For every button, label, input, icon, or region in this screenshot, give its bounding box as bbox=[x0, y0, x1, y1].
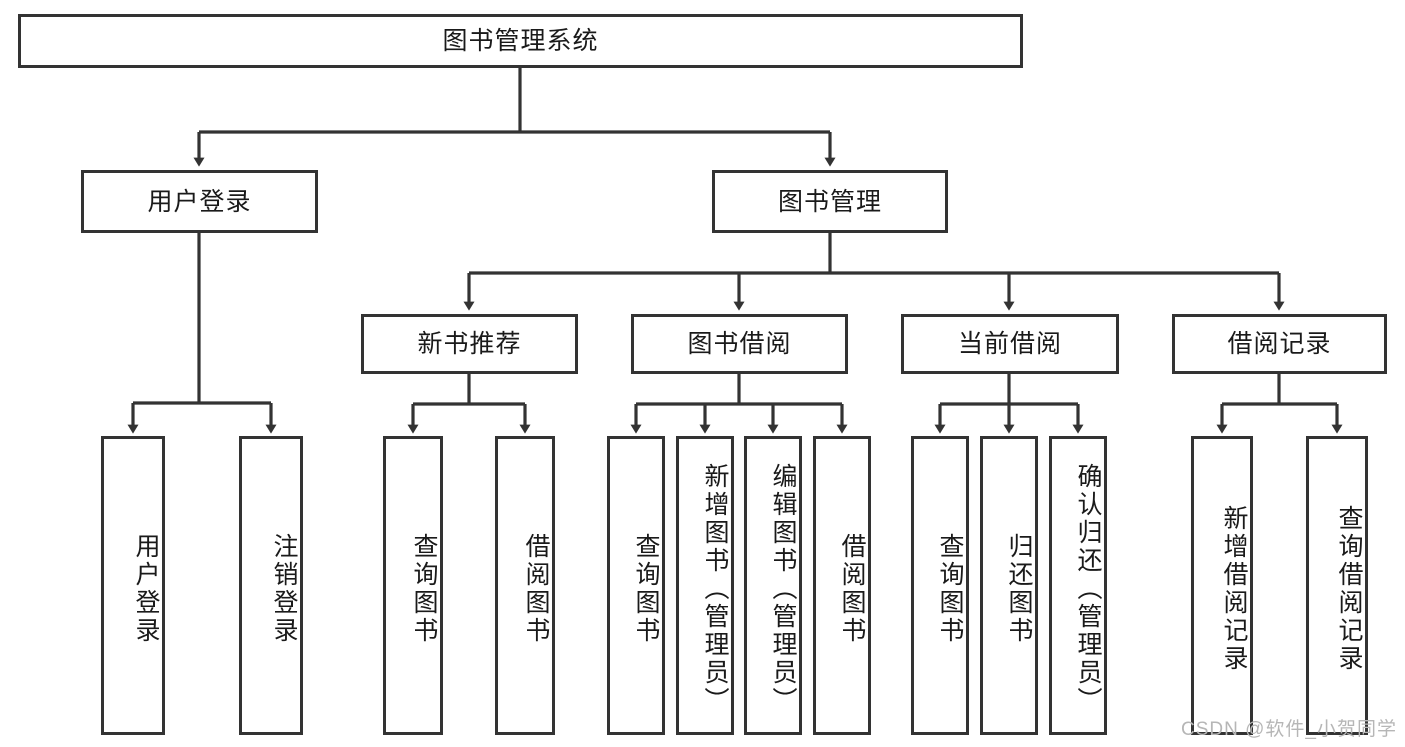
node-borrow-record[interactable]: 借阅记录 bbox=[1172, 314, 1387, 374]
node-current-borrow-label: 当前借阅 bbox=[957, 330, 1062, 358]
node-user-login-label: 用户登录 bbox=[147, 187, 252, 216]
node-leaf-query-record[interactable]: 查询借阅记录 bbox=[1306, 436, 1368, 735]
node-leaf-return-book[interactable]: 归还图书 bbox=[980, 436, 1038, 735]
node-book-borrow[interactable]: 图书借阅 bbox=[631, 314, 848, 374]
node-leaf-add-book[interactable]: 新增图书（管理员） bbox=[676, 436, 734, 735]
node-leaf-borrow-book-1[interactable]: 借阅图书 bbox=[495, 436, 555, 735]
node-leaf-query-book-2-label: 查询图书 bbox=[632, 532, 660, 645]
node-borrow-record-label: 借阅记录 bbox=[1227, 330, 1332, 358]
node-leaf-query-book-3-label: 查询图书 bbox=[936, 532, 964, 645]
node-leaf-query-book-3[interactable]: 查询图书 bbox=[911, 436, 969, 735]
node-leaf-borrow-book-2-label: 借阅图书 bbox=[838, 532, 866, 645]
node-book-management[interactable]: 图书管理 bbox=[712, 170, 948, 233]
node-leaf-borrow-book-2[interactable]: 借阅图书 bbox=[813, 436, 871, 735]
node-leaf-user-login-label: 用户登录 bbox=[132, 532, 160, 645]
node-new-book-recommend[interactable]: 新书推荐 bbox=[361, 314, 578, 374]
node-current-borrow[interactable]: 当前借阅 bbox=[901, 314, 1119, 374]
node-leaf-logout-login[interactable]: 注销登录 bbox=[239, 436, 303, 735]
node-leaf-query-record-label: 查询借阅记录 bbox=[1335, 504, 1363, 673]
node-book-borrow-label: 图书借阅 bbox=[687, 330, 792, 358]
watermark-text: CSDN @软件_小贺同学 bbox=[1181, 719, 1397, 740]
node-leaf-query-book-1[interactable]: 查询图书 bbox=[383, 436, 443, 735]
node-leaf-user-login[interactable]: 用户登录 bbox=[101, 436, 165, 735]
node-leaf-query-book-1-label: 查询图书 bbox=[410, 532, 438, 645]
node-book-management-label: 图书管理 bbox=[777, 187, 882, 216]
node-leaf-add-record-label: 新增借阅记录 bbox=[1220, 504, 1248, 673]
node-root[interactable]: 图书管理系统 bbox=[18, 14, 1023, 68]
node-leaf-confirm-return-label: 确认归还（管理员） bbox=[1074, 462, 1102, 715]
node-user-login[interactable]: 用户登录 bbox=[81, 170, 318, 233]
node-leaf-add-book-label: 新增图书（管理员） bbox=[701, 462, 729, 715]
node-leaf-query-book-2[interactable]: 查询图书 bbox=[607, 436, 665, 735]
node-new-book-recommend-label: 新书推荐 bbox=[417, 330, 522, 358]
node-leaf-logout-login-label: 注销登录 bbox=[270, 532, 298, 645]
node-leaf-borrow-book-1-label: 借阅图书 bbox=[522, 532, 550, 645]
node-leaf-edit-book[interactable]: 编辑图书（管理员） bbox=[744, 436, 802, 735]
node-leaf-edit-book-label: 编辑图书（管理员） bbox=[769, 462, 797, 715]
node-root-label: 图书管理系统 bbox=[442, 27, 599, 55]
node-leaf-confirm-return[interactable]: 确认归还（管理员） bbox=[1049, 436, 1107, 735]
node-leaf-add-record[interactable]: 新增借阅记录 bbox=[1191, 436, 1253, 735]
node-leaf-return-book-label: 归还图书 bbox=[1005, 532, 1033, 645]
